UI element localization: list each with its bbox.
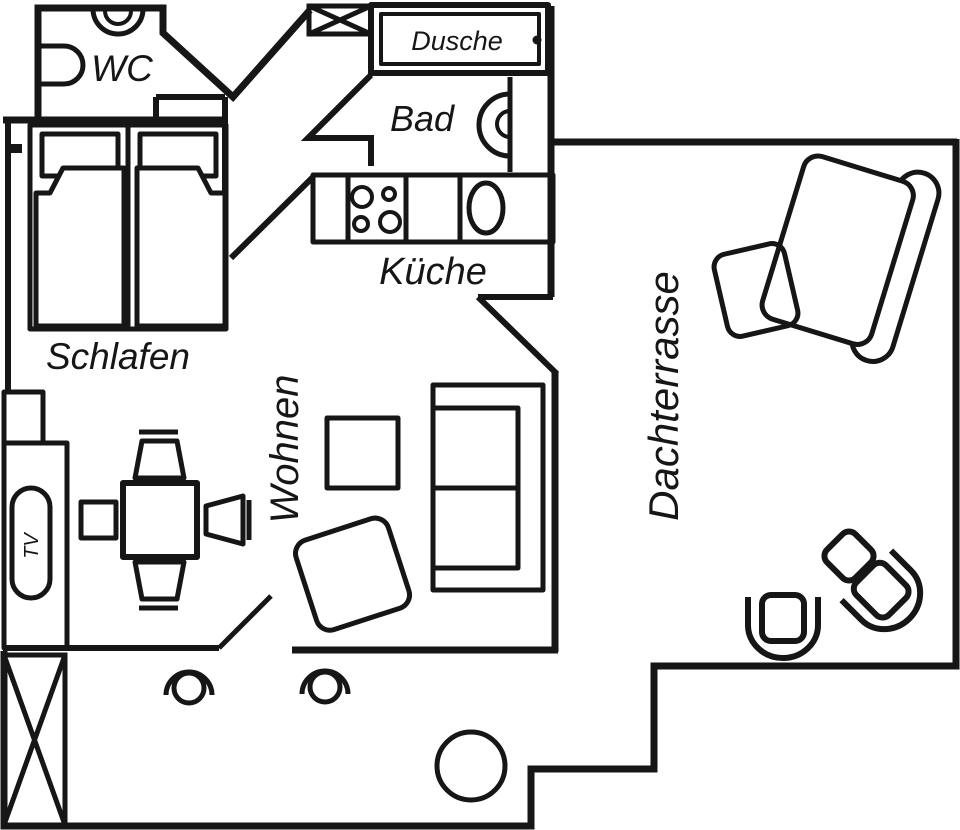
shower-drain-icon: [532, 35, 542, 45]
room-label-bad: Bad: [390, 98, 455, 139]
sink-icon: [466, 180, 506, 236]
sun-lounger-icon: [759, 153, 942, 364]
tv-board: [1, 440, 70, 651]
door-leaf-terrace: [217, 594, 273, 650]
toilet-icon: [90, 8, 146, 37]
dining-table: [120, 480, 200, 560]
room-label-dusche: Dusche: [411, 26, 503, 56]
spotlight-right-icon: [299, 668, 351, 705]
wall-terrace-outline: [0, 139, 960, 830]
wall-hall-diagonal: [228, 174, 316, 261]
blanket-left: [33, 165, 127, 329]
kitchen-counter: [310, 172, 556, 245]
room-label-wc: WC: [91, 48, 153, 89]
shaft-bottom-icon: [1, 652, 68, 828]
armchair-icon: [293, 515, 413, 633]
washbasin-wc-icon: [40, 43, 86, 87]
spotlight-left-icon: [163, 669, 215, 706]
coffee-table: [324, 415, 401, 491]
blanket-right: [134, 165, 228, 329]
chair-bottom-icon: [132, 559, 187, 611]
washbasin-bad-icon: [476, 91, 511, 159]
chair-left-icon: [78, 499, 119, 541]
tv-screen-icon: [9, 485, 53, 601]
room-label-schlafen: Schlafen: [46, 336, 190, 377]
chair-top-icon: [132, 429, 187, 481]
room-label-wohnen: Wohnen: [263, 375, 307, 524]
tv-cabinet: [1, 389, 70, 651]
beds: [27, 122, 229, 332]
chair-right-icon: [203, 493, 252, 547]
tv-label: TV: [21, 532, 43, 559]
sofa-icon: [430, 382, 546, 593]
wall-bath-west: [300, 72, 374, 166]
wall-marker: [9, 144, 22, 153]
planter-icon: [434, 729, 508, 803]
stove-icon: [350, 185, 402, 234]
shelf-box: [1, 389, 46, 446]
side-table-icon: [711, 241, 801, 339]
room-label-dachterrasse: Dachterrasse: [640, 271, 687, 521]
wall-wc-entry: [34, 4, 313, 122]
shower-icon: [368, 2, 551, 76]
terrace-chair-right-icon: [839, 548, 924, 633]
shaft-entry-icon: [306, 3, 374, 37]
dining-set: [78, 429, 252, 611]
room-label-kueche: Küche: [379, 251, 487, 293]
terrace-stool-icon: [821, 528, 877, 584]
terrace-chair-left-icon: [745, 592, 821, 661]
wall-wc-bottom: [153, 94, 225, 120]
wall-terrace-door: [475, 294, 560, 377]
